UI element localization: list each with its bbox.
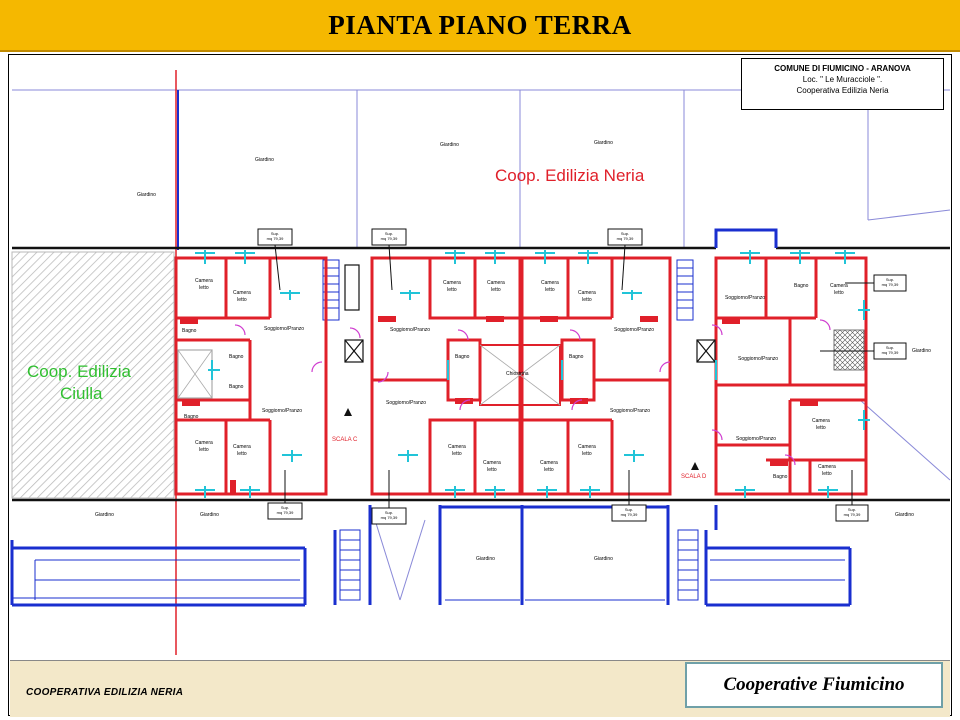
area-tag-text: Sup.mq 79,39 bbox=[380, 231, 398, 241]
label-bagno: Bagno bbox=[184, 414, 199, 420]
label-soggiorno: Soggiorno/Pranzo bbox=[738, 356, 779, 362]
window-marks bbox=[195, 250, 870, 498]
stairs bbox=[322, 259, 699, 601]
label-soggiorno: Soggiorno/Pranzo bbox=[614, 327, 655, 333]
label-coop-neria: Coop. Edilizia Neria bbox=[495, 166, 645, 185]
label-giardino: Giardino bbox=[440, 142, 459, 148]
building-outline bbox=[10, 228, 852, 607]
info-location: Loc. " Le Muracciole ". bbox=[802, 75, 883, 84]
label-giardino: Giardino bbox=[95, 512, 114, 518]
area-tag-text: Sup.mq 79,39 bbox=[616, 231, 634, 241]
project-info-box: COMUNE DI FIUMICINO - ARANOVA Loc. " Le … bbox=[741, 58, 944, 110]
label-giardino: Giardino bbox=[912, 348, 931, 354]
label-bagno: Bagno bbox=[794, 283, 809, 289]
area-tags bbox=[257, 228, 907, 525]
boundary-walls bbox=[12, 246, 950, 502]
label-giardino: Giardino bbox=[476, 556, 495, 562]
building-outline-thin bbox=[12, 559, 845, 601]
label-chiostrina: Chiostrina bbox=[506, 371, 529, 377]
footer-brand: Cooperative Fiumicino bbox=[723, 674, 905, 695]
footer-brand-box: Cooperative Fiumicino bbox=[685, 662, 943, 708]
footer-company: COOPERATIVA EDILIZIA NERIA bbox=[26, 687, 184, 698]
label-soggiorno: Soggiorno/Pranzo bbox=[610, 408, 651, 414]
hatched-block bbox=[11, 251, 175, 499]
label-soggiorno: Soggiorno/Pranzo bbox=[736, 436, 777, 442]
page-title: PIANTA PIANO TERRA bbox=[328, 9, 632, 40]
info-cooperative: Cooperativa Edilizia Neria bbox=[796, 86, 889, 95]
label-soggiorno: Soggiorno/Pranzo bbox=[386, 400, 427, 406]
grid-patch bbox=[833, 329, 865, 371]
area-tag-text: Sup.mq 79,39 bbox=[266, 231, 284, 241]
area-tag-text: Sup.mq 79,39 bbox=[843, 507, 861, 517]
area-tag-leaders bbox=[274, 244, 874, 508]
label-giardino: Giardino bbox=[137, 192, 156, 198]
door-swings bbox=[234, 319, 831, 466]
label-bagno: Bagno bbox=[773, 474, 788, 480]
stair-arrows bbox=[344, 408, 699, 470]
area-tag-text: Sup.mq 79,39 bbox=[881, 345, 899, 355]
label-scala-d: SCALA D bbox=[681, 474, 707, 480]
label-coop-ciulla-2: Ciulla bbox=[60, 384, 103, 403]
label-soggiorno: Soggiorno/Pranzo bbox=[390, 327, 431, 333]
label-giardino: Giardino bbox=[594, 140, 613, 146]
label-soggiorno: Soggiorno/Pranzo bbox=[262, 408, 303, 414]
label-bagno: Bagno bbox=[569, 354, 584, 360]
label-scala-c: SCALA C bbox=[332, 437, 358, 443]
label-bagno: Bagno bbox=[455, 354, 470, 360]
area-tag-text: Sup.mq 79,39 bbox=[881, 277, 899, 287]
label-bagno: Bagno bbox=[229, 384, 244, 390]
label-giardino: Giardino bbox=[200, 512, 219, 518]
title-bar: PIANTA PIANO TERRA bbox=[0, 0, 960, 52]
label-coop-ciulla-1: Coop. Edilizia bbox=[27, 362, 131, 381]
label-bagno: Bagno bbox=[229, 354, 244, 360]
area-tag-text: Sup.mq 79,39 bbox=[620, 507, 638, 517]
info-municipality: COMUNE DI FIUMICINO - ARANOVA bbox=[774, 64, 911, 73]
label-giardino: Giardino bbox=[895, 512, 914, 518]
label-giardino: Giardino bbox=[594, 556, 613, 562]
area-tag-text: Sup.mq 79,39 bbox=[276, 505, 294, 515]
label-soggiorno: Soggiorno/Pranzo bbox=[725, 295, 766, 301]
label-bagno: Bagno bbox=[182, 328, 197, 334]
area-tag-text: Sup.mq 79,39 bbox=[380, 510, 398, 520]
label-soggiorno: Soggiorno/Pranzo bbox=[264, 326, 305, 332]
label-giardino: Giardino bbox=[255, 157, 274, 163]
